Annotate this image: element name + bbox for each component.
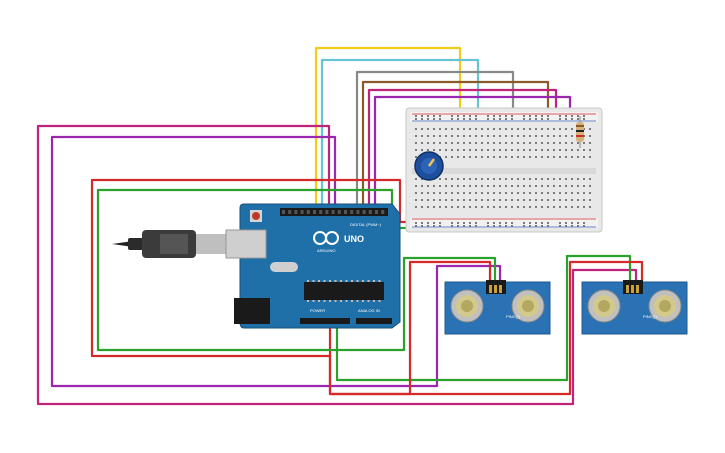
arduino-brand-label: ARDUINO — [317, 248, 335, 253]
wire-gray[interactable] — [355, 70, 515, 214]
power-header-label: POWER — [310, 308, 325, 313]
arduino-logo-icon — [313, 231, 339, 245]
breadboard[interactable] — [405, 107, 603, 233]
digital-header-label: DIGITAL (PWM~) — [350, 222, 382, 227]
ultrasonic-sensor-2[interactable]: PING))) — [581, 280, 688, 335]
ultrasonic-sensor-1[interactable]: PING))) — [444, 280, 551, 335]
wire-magenta-loop[interactable] — [36, 124, 638, 406]
wires — [36, 46, 644, 406]
potentiometer[interactable] — [414, 151, 444, 181]
arduino-uno[interactable]: UNO ARDUINO DIGITAL (PWM~) POWER ANALOG … — [112, 203, 401, 329]
sensor-2-model-label: PING))) — [643, 314, 657, 319]
wire-red-sensor1[interactable] — [328, 260, 492, 396]
wire-green-sensor1[interactable] — [335, 254, 632, 382]
analog-header-label: ANALOG IN — [358, 308, 380, 313]
resistor[interactable] — [576, 116, 584, 148]
wire-green-sensor1b[interactable] — [335, 256, 497, 352]
breadboard-holes — [415, 115, 591, 227]
arduino-model-label: UNO — [344, 234, 364, 244]
wire-yellow[interactable] — [314, 46, 462, 214]
usb-cable — [112, 230, 226, 258]
sensor-1-model-label: PING))) — [506, 314, 520, 319]
